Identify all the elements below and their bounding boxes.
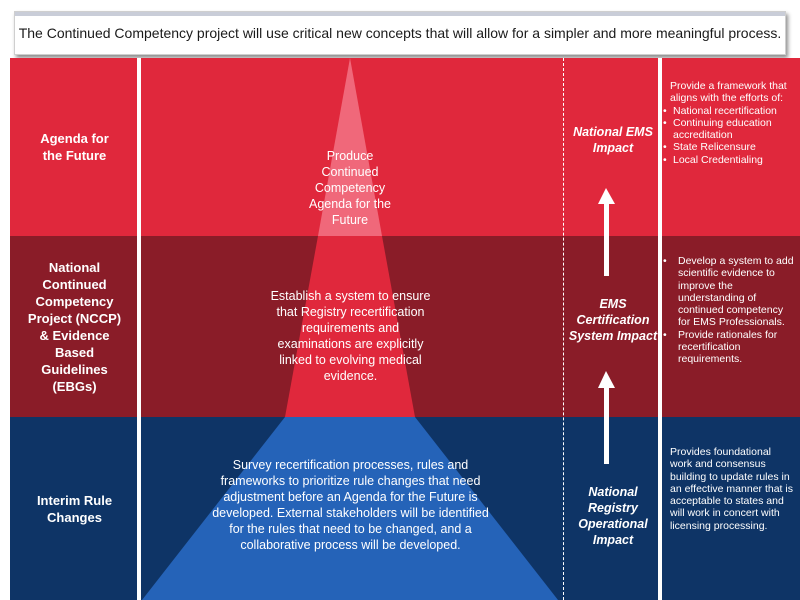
pyramid-tier-bottom: [142, 417, 558, 600]
column-divider-right: [658, 58, 662, 600]
impact-ems-certification: EMS Certification System Impact: [568, 297, 658, 343]
list-item: Local Credentialing: [662, 154, 794, 167]
list-item: Continuing education accreditation: [662, 117, 794, 142]
right-panel-interim: Provides foundational work and consensus…: [662, 446, 794, 532]
list-item: National recertification: [662, 105, 794, 118]
pyramid-tier-middle: [285, 236, 415, 417]
impact-national-registry: National Registry Operational Impact: [578, 485, 648, 547]
right-panel-agenda-list: National recertification Continuing educ…: [662, 105, 794, 167]
row-label-agenda-text: Agenda for the Future: [40, 131, 109, 163]
row-label-interim: Interim Rule Changes: [12, 417, 137, 600]
list-item: Develop a system to add scientific evide…: [662, 255, 794, 329]
arrow-shaft-upper: [604, 202, 609, 276]
arrow-shaft-lower: [604, 386, 609, 464]
row-label-agenda: Agenda for the Future: [12, 58, 137, 236]
pyramid-text-bottom: Survey recertification processes, rules …: [212, 458, 489, 552]
pyramid-tier-top: [318, 58, 382, 236]
header-banner: The Continued Competency project will us…: [14, 11, 786, 55]
impact-national-ems: National EMS Impact: [573, 125, 653, 155]
header-text: The Continued Competency project will us…: [18, 25, 782, 41]
right-panel-agenda: Provide a framework that aligns with the…: [662, 80, 794, 166]
row-label-nccp-text: National Continued Competency Project (N…: [27, 259, 122, 394]
row-label-interim-text: Interim Rule Changes: [36, 492, 113, 525]
pyramid-text-top: Produce Continued Competency Agenda for …: [308, 149, 391, 227]
row-label-nccp: National Continued Competency Project (N…: [12, 236, 137, 417]
column-divider-left: [137, 58, 141, 600]
list-item: State Relicensure: [662, 141, 794, 154]
arrow-up-upper-icon: [598, 188, 615, 204]
right-panel-agenda-intro: Provide a framework that aligns with the…: [670, 80, 787, 105]
right-panel-nccp: Develop a system to add scientific evide…: [662, 255, 794, 366]
pyramid-text-middle: Establish a system to ensure that Regist…: [270, 289, 431, 383]
impact-column-divider: [563, 58, 564, 600]
list-item: Provide rationales for recertification r…: [662, 329, 794, 366]
right-panel-interim-text: Provides foundational work and consensus…: [670, 446, 793, 532]
right-panel-nccp-list: Develop a system to add scientific evide…: [662, 255, 794, 366]
arrow-up-lower-icon: [598, 371, 615, 388]
